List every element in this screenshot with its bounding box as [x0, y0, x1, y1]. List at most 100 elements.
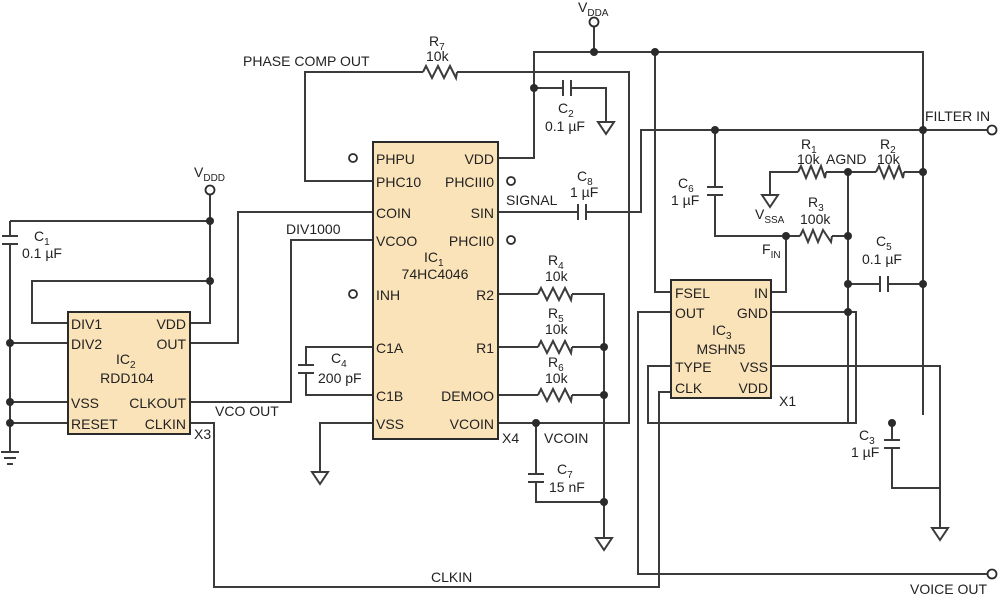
c5-value: 0.1 µF [862, 251, 902, 267]
c8-ref: C8 [577, 168, 593, 188]
r3-ref: R3 [808, 194, 824, 214]
c1-ref: C1 [34, 228, 50, 248]
ic3-body [670, 279, 772, 399]
ground-symbol-agnd [760, 194, 780, 209]
junction-dots [6, 48, 927, 506]
ic1-pin-r1: R1 [476, 340, 494, 356]
r3-value: 100k [800, 211, 831, 227]
ic3-ref: IC3 [712, 322, 732, 342]
r6-ref: R6 [548, 354, 564, 374]
c4-ref: C4 [331, 350, 347, 370]
resistor-r7 [422, 63, 458, 82]
capacitor-c7 [528, 473, 544, 483]
ground-symbol-c2 [596, 121, 616, 136]
ic2-part: RDD104 [100, 370, 154, 386]
x1-label: X1 [779, 393, 796, 409]
ic3-pin-clk: CLK [675, 380, 703, 396]
ic1-pin-vcoin: VCOIN [450, 416, 494, 432]
ic2-body [67, 311, 191, 435]
net-vcoin: VCOIN [544, 430, 588, 446]
x3-label: X3 [194, 426, 211, 442]
pin-open-phcii0 [506, 235, 516, 245]
r7-ref: R7 [429, 33, 445, 53]
pin-open-inh [348, 289, 358, 299]
ic2-pin-vdd: VDD [156, 316, 186, 332]
c7-value: 15 nF [549, 479, 585, 495]
ic2-pin-div1: DIV1 [71, 316, 102, 332]
capacitor-c4 [298, 364, 314, 374]
c4-value: 200 pF [318, 370, 362, 386]
capacitor-c6 [707, 186, 723, 196]
ic1-pin-c1a: C1A [376, 340, 404, 356]
ic1-pin-c1b: C1B [376, 388, 403, 404]
resistor-r5 [537, 338, 573, 357]
c2-ref: C2 [558, 100, 574, 120]
ic1-body [372, 141, 499, 440]
c3-value: 1 µF [851, 444, 879, 460]
ic1-pin-demoo: DEMOO [441, 388, 494, 404]
net-vco-out: VCO OUT [215, 403, 279, 419]
ic1-ref: IC1 [424, 249, 444, 269]
r6-value: 10k [545, 370, 569, 386]
vssa-label: VSSA [755, 206, 785, 226]
terminal-filter-in [986, 124, 998, 136]
c1-value: 0.1 µF [22, 245, 62, 261]
ic2-pin-out: OUT [156, 336, 186, 352]
ic3-pin-gnd: GND [737, 305, 768, 321]
ic1-pin-phcii0: PHCII0 [449, 233, 494, 249]
r4-value: 10k [545, 268, 569, 284]
ic2-pin-clkout: CLKOUT [129, 395, 186, 411]
ic1-part: 74HC4046 [402, 266, 469, 282]
ic2-ref: IC2 [116, 351, 136, 371]
r5-ref: R5 [548, 305, 564, 325]
r1-value: 10k [797, 151, 821, 167]
ic1-pin-sin: SIN [471, 205, 494, 221]
wires [9, 22, 988, 588]
ic1-pin-inh: INH [376, 287, 400, 303]
ic3-pin-fsel: FSEL [675, 285, 710, 301]
ic1-pin-phciii0: PHCIII0 [445, 174, 494, 190]
pin-open-phciii0 [506, 176, 516, 186]
ic2-pin-reset: RESET [71, 416, 118, 432]
c3-ref: C3 [859, 427, 875, 447]
vdda-label: VDDA [578, 0, 609, 19]
ic3-pin-type: TYPE [675, 359, 712, 375]
resistor-r2 [875, 163, 905, 181]
ic2-pin-div2: DIV2 [71, 336, 102, 352]
resistor-r6 [537, 386, 573, 405]
r7-value: 10k [426, 48, 450, 64]
pin-open-phpu [348, 153, 358, 163]
capacitor-c3 [884, 439, 900, 449]
c2-value: 0.1 µF [545, 118, 585, 134]
net-div1000: DIV1000 [286, 221, 341, 237]
net-fin: FIN [762, 241, 781, 261]
c8-value: 1 µF [570, 184, 598, 200]
terminal-vdda [588, 16, 600, 28]
c6-ref: C6 [678, 175, 694, 195]
ic2-pin-vss: VSS [71, 395, 99, 411]
ground-symbol-demod [594, 537, 614, 552]
vddd-label: VDDD [194, 164, 225, 184]
r2-value: 10k [877, 151, 901, 167]
resistor-r1 [797, 163, 827, 181]
r5-value: 10k [545, 321, 569, 337]
ground-symbol-earth [1, 451, 19, 465]
ic3-pin-vss: VSS [740, 359, 768, 375]
ic3-pin-in: IN [754, 285, 768, 301]
ground-symbol-ic3 [930, 527, 950, 542]
net-filter-in: FILTER IN [925, 108, 990, 124]
ic3-part: MSHN5 [696, 341, 745, 357]
ic2-pin-clkin: CLKIN [145, 416, 186, 432]
r1-ref: R1 [801, 136, 817, 156]
resistor-r4 [537, 285, 573, 304]
net-signal: SIGNAL [506, 192, 558, 208]
terminal-voice-out [986, 568, 998, 580]
r2-ref: R2 [880, 136, 896, 156]
ic1-pin-vdd: VDD [464, 151, 494, 167]
net-agnd: AGND [826, 151, 866, 167]
resistor-r3 [799, 227, 833, 245]
capacitor-c5 [879, 276, 889, 292]
ic3-pin-vdd: VDD [738, 380, 768, 396]
ic1-pin-r2: R2 [476, 287, 494, 303]
ic1-pin-vcoo: VCOO [376, 233, 417, 249]
